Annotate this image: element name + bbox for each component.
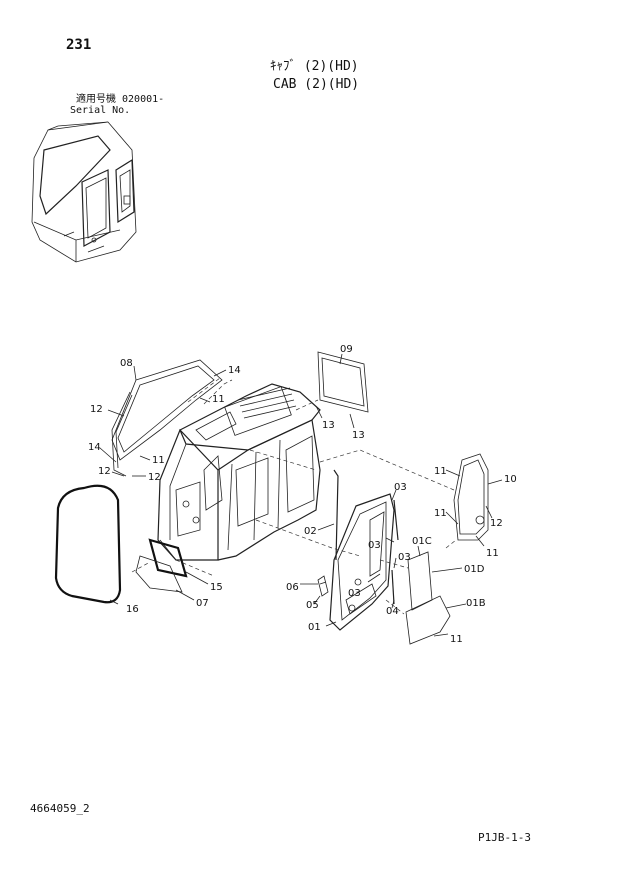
- callout-11: 11: [434, 508, 447, 519]
- callout-12: 12: [148, 472, 161, 483]
- callout-11: 11: [152, 455, 165, 466]
- part-05-06-hinge: [317, 575, 329, 597]
- callout-15: 15: [210, 582, 223, 593]
- part-16-front-window-seal: [54, 484, 122, 604]
- callout-14: 14: [228, 365, 241, 376]
- callout-02: 02: [304, 526, 317, 537]
- leader-lines: [99, 353, 503, 637]
- callout-10: 10: [504, 474, 517, 485]
- cab-frame: [157, 383, 321, 561]
- callout-11: 11: [212, 394, 225, 405]
- part-04-strip: [391, 569, 395, 605]
- part-10-right-glass: [453, 453, 489, 541]
- part-15-07-small-window: [135, 538, 188, 593]
- callout-03: 03: [368, 540, 381, 551]
- callout-08: 08: [120, 358, 133, 369]
- part-01B-door-lower-glass: [405, 595, 451, 645]
- callout-03: 03: [398, 552, 411, 563]
- callout-03: 03: [348, 588, 361, 599]
- title-japanese: ｷｬﾌﾞ (2)(HD): [270, 59, 359, 74]
- page-number: 231: [66, 37, 92, 53]
- callout-11: 11: [450, 634, 463, 645]
- serial-label-english: Serial No.: [70, 105, 131, 116]
- part-09-rear-glass: [317, 351, 369, 413]
- callout-01B: 01B: [466, 598, 486, 609]
- callout-16: 16: [126, 604, 139, 615]
- callout-01: 01: [308, 622, 321, 633]
- document-code: 4664059_2: [30, 802, 90, 815]
- callout-09: 09: [340, 344, 353, 355]
- part-03-strip: [393, 499, 399, 541]
- part-08-upper-side-glass: [111, 359, 223, 477]
- sheet-code: P1JB-1-3: [478, 831, 531, 844]
- callout-06: 06: [286, 582, 299, 593]
- callout-07: 07: [196, 598, 209, 609]
- callout-03: 03: [394, 482, 407, 493]
- callout-labels: 08 09 14 11 12 13 13 14 11 12 12 16 07 1…: [88, 344, 517, 645]
- alignment-lines: [131, 377, 457, 615]
- callout-14: 14: [88, 442, 101, 453]
- part-01-door: [329, 493, 395, 631]
- serial-label-japanese: 適用号機 020001-: [76, 94, 165, 105]
- callout-13: 13: [352, 430, 365, 441]
- callout-04: 04: [386, 606, 399, 617]
- callout-11: 11: [434, 466, 447, 477]
- callout-12: 12: [90, 404, 103, 415]
- callout-11: 11: [486, 548, 499, 559]
- callout-01D: 01D: [464, 564, 485, 575]
- part-02-door-seal: [333, 469, 339, 561]
- callout-13: 13: [322, 420, 335, 431]
- callout-12: 12: [490, 518, 503, 529]
- callout-05: 05: [306, 600, 319, 611]
- callout-01C: 01C: [412, 536, 432, 547]
- callout-12: 12: [98, 466, 111, 477]
- title-english: CAB (2)(HD): [273, 77, 360, 92]
- cab-thumbnail: [31, 121, 137, 263]
